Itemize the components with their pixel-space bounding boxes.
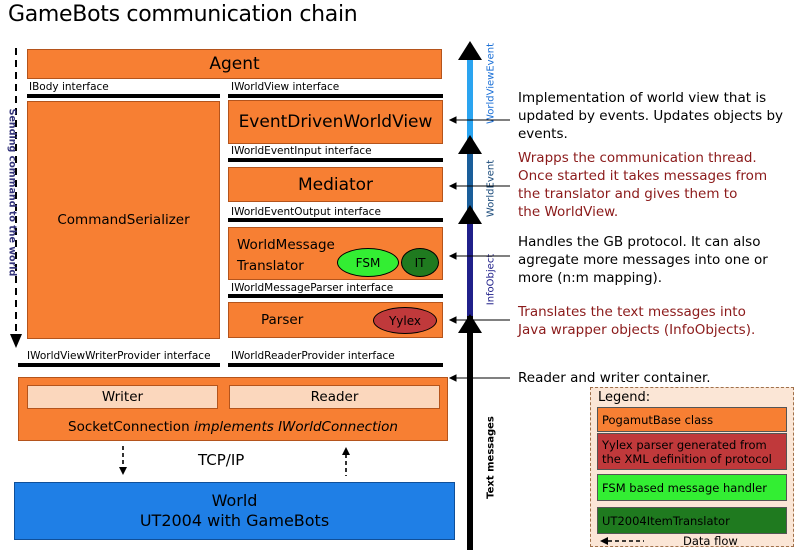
ibody-interface-bar [27, 94, 220, 98]
mediator-description: Wrapps the communication thread. Once st… [518, 149, 767, 221]
legend-data-flow-label: Data flow [683, 534, 738, 548]
translator-description: Handles the GB protocol. It can also agr… [518, 233, 768, 287]
translator-description-line: Handles the GB protocol. It can also [518, 234, 761, 250]
yylex-ellipse: Yylex [373, 307, 437, 334]
parser-box: Parser Yylex [228, 302, 443, 338]
it-ellipse: IT [401, 248, 439, 277]
legend-item-it: UT2004ItemTranslator [597, 507, 787, 534]
tcpip-label: TCP/IP [198, 451, 245, 469]
iworldview-interface-bar [228, 94, 443, 98]
world-view-description-line: events. [518, 126, 568, 142]
parser-description-line: Java wrapper objects (InfoObjects). [518, 322, 756, 338]
mediator-box: Mediator [228, 167, 443, 202]
iworldeventoutput-interface-bar [228, 218, 443, 222]
writer-box: Writer [27, 385, 218, 409]
world-label-line1: World [211, 491, 258, 510]
mediator-description-line: Once started it takes messages from [518, 168, 768, 184]
iworldmessageparser-interface-bar [228, 294, 443, 298]
parser-label: Parser [261, 312, 304, 328]
world-message-translator-box: WorldMessage Translator FSM IT [228, 227, 443, 280]
legend-item-pogamut: PogamutBase class [597, 407, 787, 432]
socket-connection-box: Writer Reader SocketConnection implement… [18, 377, 448, 441]
legend-item-yylex: Yylex parser generated from the XML defi… [597, 433, 787, 470]
command-serializer-box: CommandSerializer [27, 101, 220, 339]
iworldeventoutput-interface-label: IWorldEventOutput interface [231, 206, 381, 218]
iworldviewwriterprovider-interface-label: IWorldViewWriterProvider interface [27, 350, 211, 362]
translator-description-line: more (n:m mapping). [518, 270, 663, 286]
mediator-description-line: Wrapps the communication thread. [518, 150, 757, 166]
agent-box: Agent [27, 49, 442, 79]
iworldviewwriterprovider-interface-bar [18, 363, 220, 367]
text-messages-label: Text messages [485, 416, 497, 499]
data-flow-legend-arrow [600, 537, 644, 545]
socket-connection-implements: implements IWorldConnection [193, 419, 398, 435]
container-description-line: Reader and writer container. [518, 370, 711, 386]
reader-box: Reader [229, 385, 440, 409]
send-command-arrow [10, 48, 22, 348]
world-view-description: Implementation of world view that is upd… [518, 89, 783, 143]
legend-item-fsm: FSM based message handler [597, 474, 787, 501]
world-label-line2: UT2004 with GameBots [139, 511, 330, 530]
parser-description-line: Translates the text messages into [518, 304, 746, 320]
iworldeventinput-interface-bar [228, 158, 443, 162]
iworldeventinput-interface-label: IWorldEventInput interface [231, 145, 372, 157]
iworldmessageparser-interface-label: IWorldMessageParser interface [231, 282, 394, 294]
parser-description: Translates the text messages into Java w… [518, 303, 755, 339]
translator-label-line2: Translator [237, 258, 304, 274]
iworldview-interface-label: IWorldView interface [231, 81, 340, 93]
mediator-description-line: the WorldView. [518, 204, 619, 220]
side-label: Sending command to the world [6, 108, 18, 277]
iworldreaderprovider-interface-label: IWorldReaderProvider interface [231, 350, 395, 362]
iworldreaderprovider-interface-bar [228, 363, 443, 367]
legend-title: Legend: [598, 390, 651, 405]
page-title: GameBots communication chain [8, 2, 358, 27]
mediator-description-line: the translator and gives them to [518, 186, 738, 202]
fsm-ellipse: FSM [337, 248, 399, 277]
world-view-description-line: Implementation of world view that is [518, 90, 767, 106]
translator-label-line1: WorldMessage [237, 237, 335, 253]
ibody-interface-label: IBody interface [29, 81, 109, 93]
tcpip-arrows [119, 446, 350, 476]
description-pointers [448, 116, 510, 382]
world-box: World UT2004 with GameBots [14, 482, 455, 540]
socket-connection-name: SocketConnection [68, 419, 194, 435]
event-driven-world-view-box: EventDrivenWorldView [228, 100, 443, 144]
socket-connection-label: SocketConnection implements IWorldConnec… [19, 419, 447, 435]
text-messages-arrow [458, 41, 482, 550]
translator-description-line: agregate more messages into one or [518, 252, 768, 268]
world-view-description-line: updated by events. Updates objects by [518, 108, 784, 124]
container-description: Reader and writer container. [518, 369, 711, 387]
